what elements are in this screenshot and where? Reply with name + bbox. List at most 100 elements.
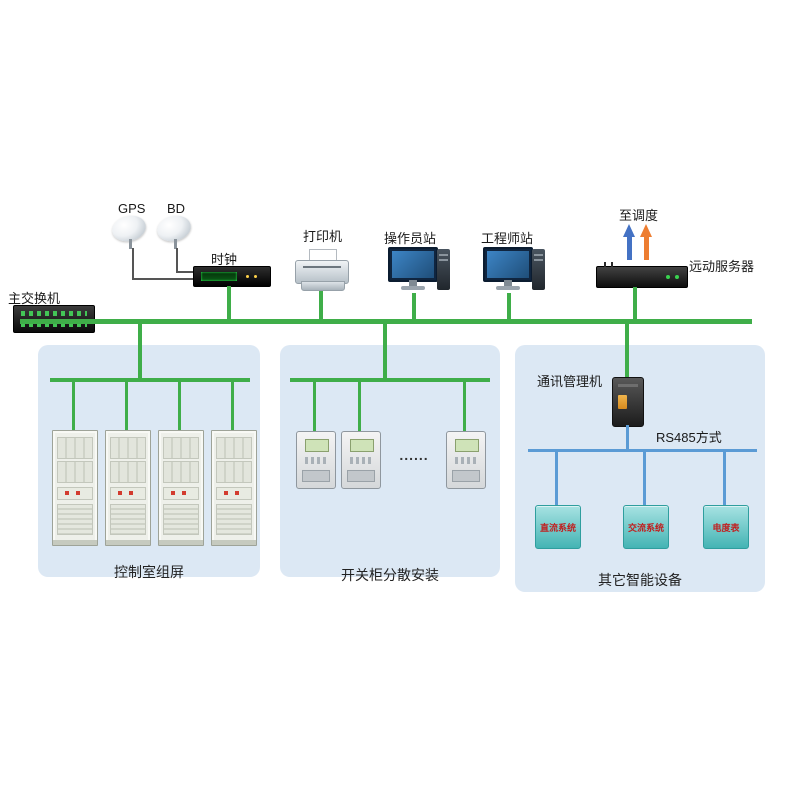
- comm-manager-label: 通讯管理机: [537, 374, 603, 389]
- bd-dish-stem: [174, 239, 177, 249]
- bd-dish-icon: [154, 212, 195, 250]
- engineer-monitor-base: [496, 286, 520, 290]
- relay-lcd: [455, 439, 479, 452]
- remote-server-label: 远动服务器: [689, 259, 755, 274]
- cabinet-vent: [110, 504, 146, 535]
- control-cabinet-2: [105, 430, 151, 546]
- relay-lcd: [350, 439, 374, 452]
- main-ethernet-bus: [20, 319, 752, 324]
- engineer-workstation: [483, 247, 545, 293]
- cabinet-foot: [212, 540, 256, 545]
- energy-meter-device: 电度表: [703, 505, 749, 549]
- control-room-bus-drop: [138, 324, 142, 380]
- clock-label: 时钟: [211, 252, 238, 267]
- relay-keys: [305, 457, 327, 464]
- operator-monitor-stand: [409, 280, 417, 286]
- dc-system-link: [555, 452, 558, 505]
- printer-slot: [303, 266, 341, 268]
- comm-manager-rs485-link: [626, 425, 629, 450]
- dispatch-arrow-orange-shaft: [644, 237, 649, 260]
- relay-keys: [350, 457, 372, 464]
- relay-3-link: [463, 382, 466, 431]
- cabinet-3-link: [178, 382, 181, 430]
- gps-wire-vertical: [132, 248, 134, 278]
- gps-wire-horizontal: [132, 278, 194, 280]
- engineer-bus-link: [507, 293, 511, 319]
- operator-workstation: [388, 247, 450, 293]
- printer-tray: [301, 281, 345, 291]
- relay-terminal-strip: [302, 470, 330, 482]
- rs485-bus: [528, 449, 757, 452]
- bay-relay-3: [446, 431, 486, 489]
- cabinet-indicators: [163, 487, 199, 500]
- cabinet-2-link: [125, 382, 128, 430]
- cabinet-indicators: [57, 487, 93, 500]
- engineer-monitor-stand: [504, 280, 512, 286]
- relay-lcd: [305, 439, 329, 452]
- dispatch-arrow-orange-icon: [640, 224, 653, 260]
- operator-pc-tower: [437, 249, 450, 290]
- server-bus-link: [633, 287, 637, 319]
- cabinet-indicators: [110, 487, 146, 500]
- engineer-pc-tower: [532, 249, 545, 290]
- dc-system-label: 直流系统: [539, 522, 576, 533]
- control-cabinet-3: [158, 430, 204, 546]
- gps-label: GPS: [118, 201, 146, 216]
- cabinet-module: [110, 461, 146, 483]
- dispatch-arrow-blue-head: [623, 224, 635, 237]
- operator-monitor: [388, 247, 438, 282]
- cabinet-foot: [53, 540, 97, 545]
- control-cabinet-1: [52, 430, 98, 546]
- engineer-monitor: [483, 247, 533, 282]
- cabinet-foot: [159, 540, 203, 545]
- control-cabinet-4: [211, 430, 257, 546]
- ac-system-link: [643, 452, 646, 505]
- cabinet-vent: [57, 504, 93, 535]
- ac-system-label: 交流系统: [627, 522, 664, 533]
- operator-station-label: 操作员站: [384, 231, 437, 246]
- comm-manager-bus-drop: [625, 324, 629, 377]
- comm-manager-device: [612, 377, 644, 427]
- cabinet-vent: [216, 504, 252, 535]
- cabinet-1-link: [72, 382, 75, 430]
- switchgear-bus-drop: [383, 324, 387, 380]
- cabinet-module: [57, 437, 93, 459]
- remote-server-device: [596, 262, 688, 288]
- cabinet-module: [163, 437, 199, 459]
- dispatch-arrow-blue-icon: [623, 224, 636, 260]
- bd-wire-vertical: [176, 248, 178, 271]
- operator-monitor-base: [401, 286, 425, 290]
- cabinet-module: [163, 461, 199, 483]
- engineer-station-label: 工程师站: [481, 231, 534, 246]
- dispatch-arrow-orange-head: [640, 224, 652, 237]
- clock-bus-link: [227, 286, 231, 319]
- cabinet-vent: [163, 504, 199, 535]
- relay-keys: [455, 457, 477, 464]
- gps-dish-stem: [129, 239, 132, 249]
- other-devices-panel-label: 其它智能设备: [598, 572, 682, 588]
- bay-relay-2: [341, 431, 381, 489]
- clock-device: [193, 266, 271, 287]
- printer-device: [295, 249, 349, 291]
- main-switch-label: 主交换机: [8, 291, 61, 306]
- control-room-panel-label: 控制室组屏: [114, 564, 184, 580]
- bay-relay-1: [296, 431, 336, 489]
- clock-led-1: [246, 275, 249, 278]
- more-relays-ellipsis: ......: [399, 447, 429, 463]
- cabinet-4-link: [231, 382, 234, 430]
- cabinet-module: [110, 437, 146, 459]
- rs485-label: RS485方式: [656, 430, 722, 445]
- to-dispatch-label: 至调度: [619, 208, 659, 223]
- relay-1-link: [313, 382, 316, 431]
- clock-display: [201, 272, 237, 281]
- cabinet-foot: [106, 540, 150, 545]
- switchgear-panel-label: 开关柜分散安装: [341, 567, 439, 583]
- energy-meter-link: [723, 452, 726, 505]
- relay-terminal-strip: [452, 470, 480, 482]
- cabinet-indicators: [216, 487, 252, 500]
- cabinet-module: [216, 461, 252, 483]
- operator-bus-link: [412, 293, 416, 319]
- cabinet-module: [216, 437, 252, 459]
- bd-wire-horizontal: [176, 271, 194, 273]
